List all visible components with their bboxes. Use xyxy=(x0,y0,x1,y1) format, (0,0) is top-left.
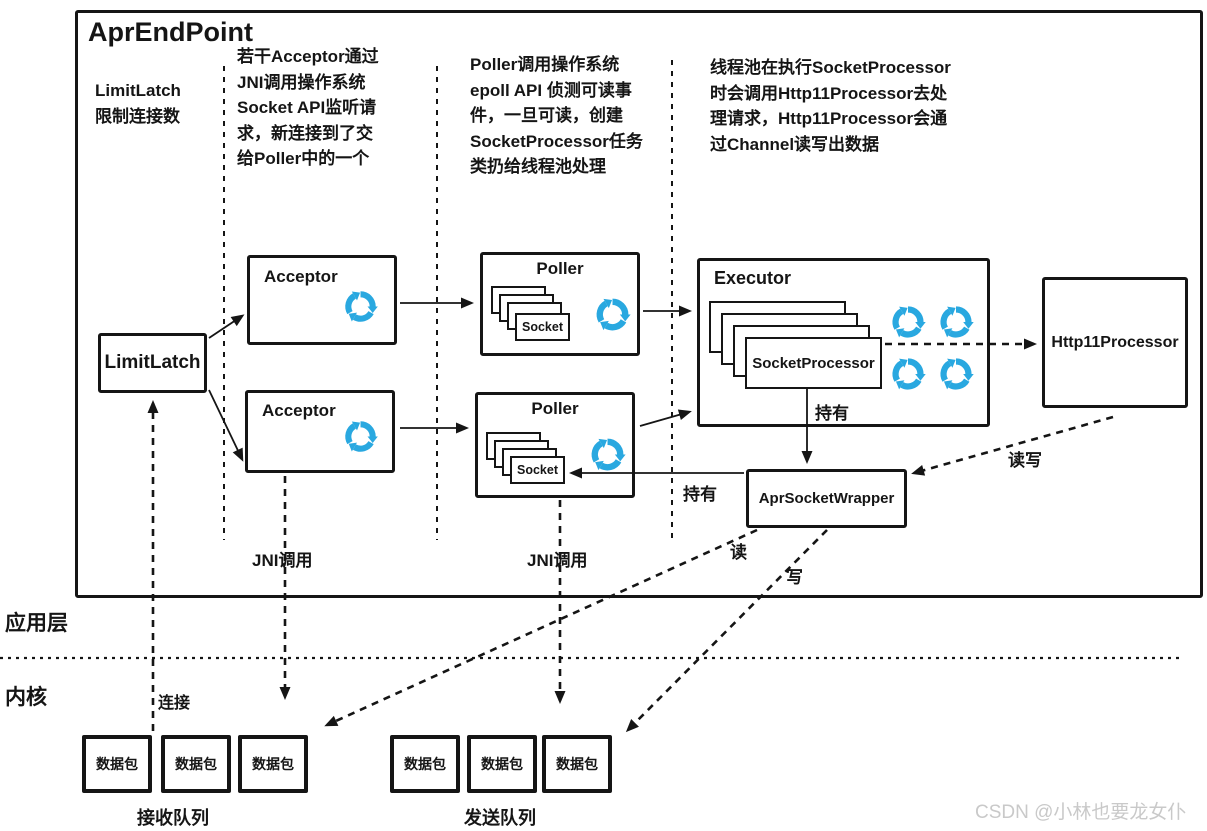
hold-label-poller: 持有 xyxy=(683,485,717,504)
socket-label: Socket xyxy=(517,463,558,477)
packet-label: 数据包 xyxy=(252,756,294,772)
thread-loop-icon xyxy=(589,291,636,338)
http11processor-box: Http11Processor xyxy=(1042,277,1188,408)
acceptor-label: Acceptor xyxy=(264,267,338,286)
executor-box: Executor SocketProcessor xyxy=(697,258,990,427)
packet-box: 数据包 xyxy=(542,735,612,793)
write-label: 写 xyxy=(786,568,803,587)
hold-label-executor: 持有 xyxy=(815,399,849,424)
poller-box-2: Poller Socket xyxy=(475,392,635,498)
annotation-executor: 线程池在执行SocketProcessor 时会调用Http11Processo… xyxy=(710,58,951,154)
thread-loop-icon xyxy=(338,284,383,329)
read-label: 读 xyxy=(730,543,747,562)
poller-label: Poller xyxy=(536,259,584,278)
packet-box: 数据包 xyxy=(238,735,308,793)
acceptor-label: Acceptor xyxy=(262,401,336,420)
executor-label: Executor xyxy=(714,268,792,288)
annotation-poller: Poller调用操作系统 epoll API 侦测可读事 件，一旦可读，创建 S… xyxy=(470,55,643,176)
annotation-acceptor: 若干Acceptor通过 JNI调用操作系统 Socket API监听请 求，新… xyxy=(237,47,379,168)
acceptor-box-1: Acceptor xyxy=(247,255,397,345)
http11processor-label: Http11Processor xyxy=(1051,333,1179,351)
jni-call-label-1: JNI调用 xyxy=(252,551,313,570)
packet-box: 数据包 xyxy=(467,735,537,793)
packet-box: 数据包 xyxy=(390,735,460,793)
acceptor-box-2: Acceptor xyxy=(245,390,395,473)
poller-box-1: Poller Socket xyxy=(480,252,640,356)
thread-loop-icon xyxy=(885,351,931,397)
read-write-label: 读写 xyxy=(1008,451,1042,470)
limitlatch-box: LimitLatch xyxy=(98,333,207,393)
diagram-title: AprEndPoint xyxy=(88,17,253,47)
packet-label: 数据包 xyxy=(96,756,138,772)
thread-loop-icon xyxy=(338,414,383,459)
annotation-limitlatch: LimitLatch 限制连接数 xyxy=(95,81,181,126)
thread-loop-icon xyxy=(933,299,979,345)
packet-label: 数据包 xyxy=(404,756,446,772)
socketprocessor-card-front: SocketProcessor xyxy=(745,337,882,389)
kernel-layer-label: 内核 xyxy=(5,686,47,709)
socket-label: Socket xyxy=(522,320,563,334)
socketprocessor-label: SocketProcessor xyxy=(752,354,875,372)
connect-label: 连接 xyxy=(158,695,191,712)
packet-box: 数据包 xyxy=(161,735,231,793)
socket-card-front: Socket xyxy=(515,313,570,341)
receive-queue-label: 接收队列 xyxy=(137,808,209,828)
packet-box: 数据包 xyxy=(82,735,152,793)
limitlatch-label: LimitLatch xyxy=(104,352,201,373)
thread-loop-icon xyxy=(933,351,979,397)
application-layer-label: 应用层 xyxy=(5,612,68,635)
packet-label: 数据包 xyxy=(175,756,217,772)
send-queue-label: 发送队列 xyxy=(464,808,536,828)
poller-label: Poller xyxy=(531,399,579,418)
aprsocketwrapper-label: AprSocketWrapper xyxy=(758,490,895,507)
csdn-watermark: CSDN @小林也要龙女仆 xyxy=(975,802,1187,823)
thread-loop-icon xyxy=(584,431,631,478)
packet-label: 数据包 xyxy=(481,756,523,772)
socket-card-front: Socket xyxy=(510,456,565,484)
jni-call-label-2: JNI调用 xyxy=(527,551,588,570)
aprsocketwrapper-box: AprSocketWrapper xyxy=(746,469,907,528)
packet-label: 数据包 xyxy=(556,756,598,772)
thread-loop-icon xyxy=(885,299,931,345)
